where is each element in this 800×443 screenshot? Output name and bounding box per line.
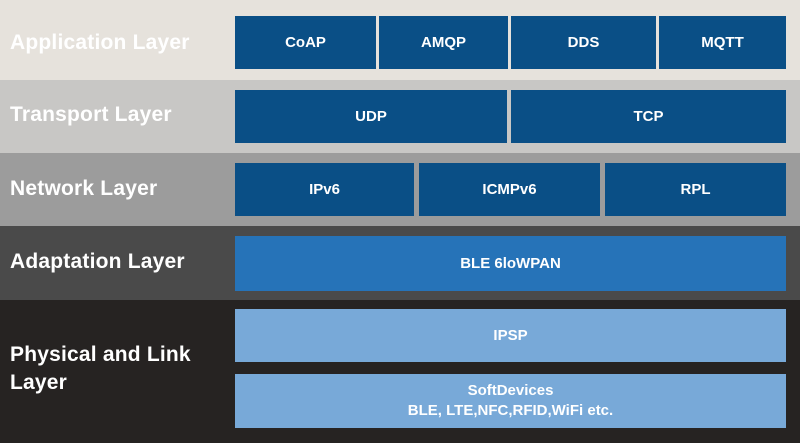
network-layer-label: Network Layer: [10, 177, 158, 200]
physical-link-layer-label-line1: Physical and Link: [10, 343, 191, 366]
protocol-dds: DDS: [511, 16, 656, 69]
protocol-ipsp: IPSP: [235, 309, 786, 362]
protocol-rpl: RPL: [605, 163, 786, 216]
adaptation-layer-label: Adaptation Layer: [10, 250, 185, 273]
softdevices-title: SoftDevices: [467, 382, 554, 399]
protocol-tcp: TCP: [511, 90, 786, 143]
softdevices-box: SoftDevices BLE, LTE,NFC,RFID,WiFi etc.: [235, 374, 786, 428]
protocol-udp: UDP: [235, 90, 507, 143]
application-layer-band: Application Layer CoAP AMQP DDS MQTT: [0, 0, 800, 80]
adaptation-layer-band: Adaptation Layer BLE 6loWPAN: [0, 226, 800, 300]
protocol-ble-6lowpan: BLE 6loWPAN: [235, 236, 786, 291]
transport-layer-label: Transport Layer: [10, 103, 172, 126]
softdevices-list: BLE, LTE,NFC,RFID,WiFi etc.: [407, 402, 614, 419]
protocol-coap: CoAP: [235, 16, 376, 69]
protocol-ipv6: IPv6: [235, 163, 414, 216]
physical-link-layer-label-line2: Layer: [10, 371, 68, 394]
protocol-icmpv6: ICMPv6: [419, 163, 600, 216]
transport-layer-band: Transport Layer UDP TCP: [0, 80, 800, 153]
physical-link-layer-band: Physical and Link Layer IPSP SoftDevices…: [0, 300, 800, 443]
network-layer-band: Network Layer IPv6 ICMPv6 RPL: [0, 153, 800, 226]
application-layer-label: Application Layer: [10, 31, 190, 54]
protocol-amqp: AMQP: [379, 16, 508, 69]
protocol-mqtt: MQTT: [659, 16, 786, 69]
